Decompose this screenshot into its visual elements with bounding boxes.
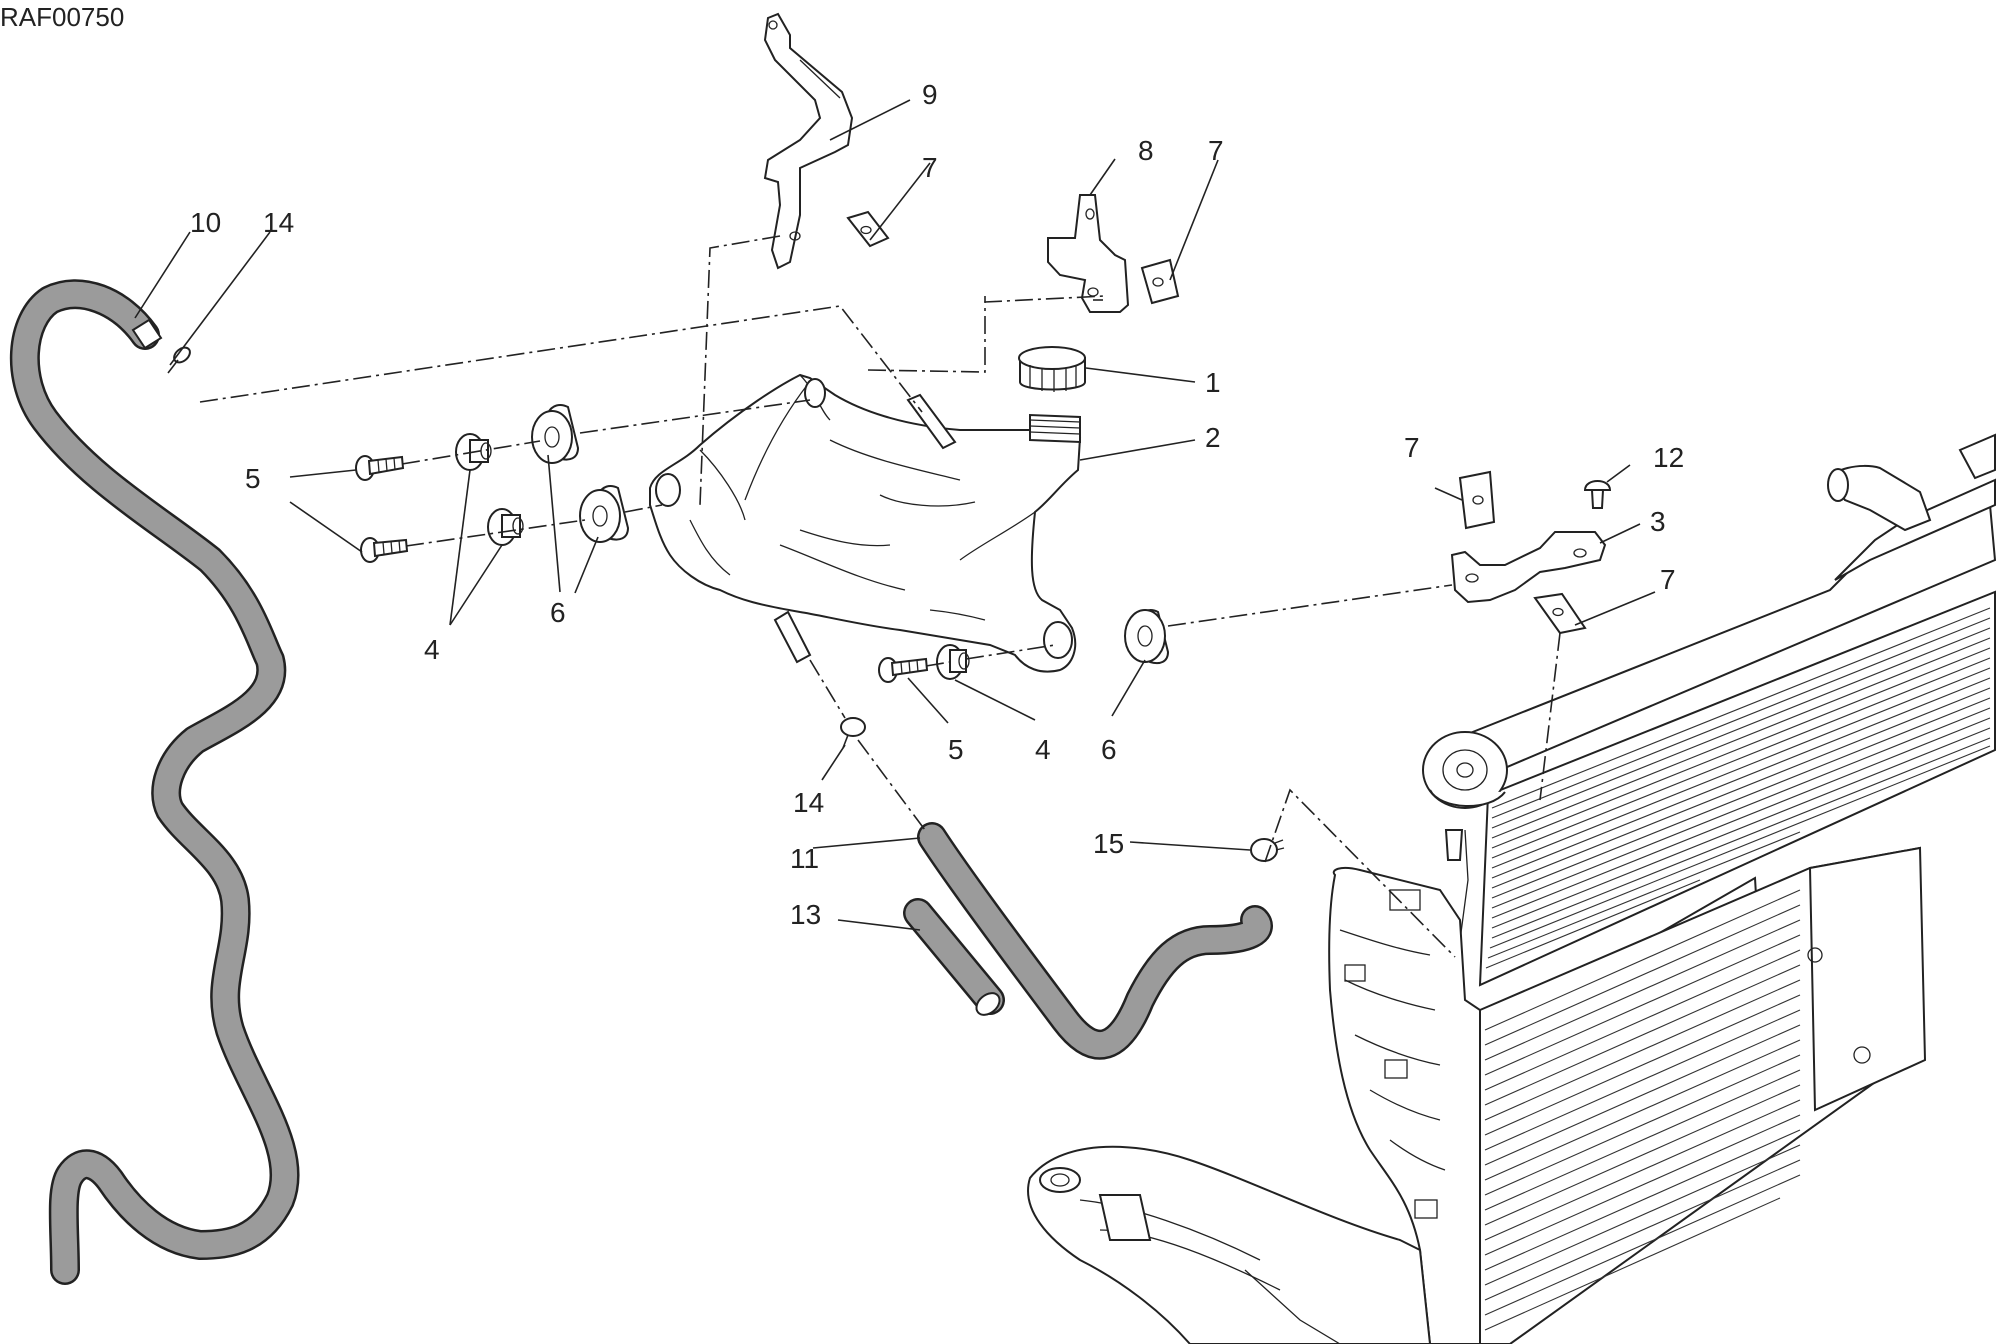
cap-1 (1018, 346, 1086, 392)
clamp-15 (1250, 838, 1285, 862)
clip-7-d (1533, 592, 1587, 635)
clip-7-c (1458, 470, 1496, 530)
expansion-tank-2 (649, 373, 1082, 673)
clip-7-a (846, 210, 890, 248)
radiator-assembly (1027, 433, 1997, 1344)
callout-5-left: 5 (245, 463, 261, 494)
hose-13 (903, 898, 1005, 1016)
callout-7-b: 7 (1208, 135, 1224, 166)
screw-5-a (355, 455, 405, 481)
bushing-4-b (487, 508, 524, 546)
clamp-14-upper (167, 346, 191, 374)
bracket-3 (1450, 531, 1607, 604)
grommet-6-b (579, 485, 630, 543)
clip-7-b (1140, 258, 1180, 305)
callout-4-right: 4 (1035, 734, 1051, 765)
leader-lines (134, 99, 1656, 931)
bracket-8 (1047, 194, 1130, 313)
screw-5-c (878, 657, 929, 683)
clamp-14-lower (840, 717, 866, 749)
callout-3: 3 (1650, 506, 1666, 537)
callout-1: 1 (1205, 367, 1221, 398)
callout-12: 12 (1653, 442, 1684, 473)
hose-10 (9, 279, 300, 1285)
callout-2: 2 (1205, 422, 1221, 453)
callout-10: 10 (190, 207, 221, 238)
callout-13: 13 (790, 899, 821, 930)
bracket-9 (763, 12, 854, 270)
hose-11 (917, 822, 1273, 1060)
screw-12 (1583, 480, 1612, 509)
callout-4-left: 4 (424, 634, 440, 665)
grommet-6-a (531, 404, 580, 464)
callout-5-right: 5 (948, 734, 964, 765)
callout-6-right: 6 (1101, 734, 1117, 765)
screw-5-b (360, 537, 409, 563)
assembly-lines (199, 235, 1561, 958)
callout-15: 15 (1093, 828, 1124, 859)
callout-7-c: 7 (1404, 432, 1420, 463)
callout-14-lower: 14 (793, 787, 824, 818)
callout-11: 11 (790, 843, 819, 874)
callout-6-left: 6 (550, 597, 566, 628)
callout-14-upper: 14 (263, 207, 294, 238)
bushing-4-c (936, 644, 970, 680)
callout-7-d: 7 (1660, 564, 1676, 595)
callout-7-a: 7 (922, 152, 938, 183)
grommet-6-c (1124, 609, 1170, 665)
callout-9: 9 (922, 79, 938, 110)
diagram-code: RAF00750 (0, 2, 124, 32)
callout-8: 8 (1138, 135, 1154, 166)
